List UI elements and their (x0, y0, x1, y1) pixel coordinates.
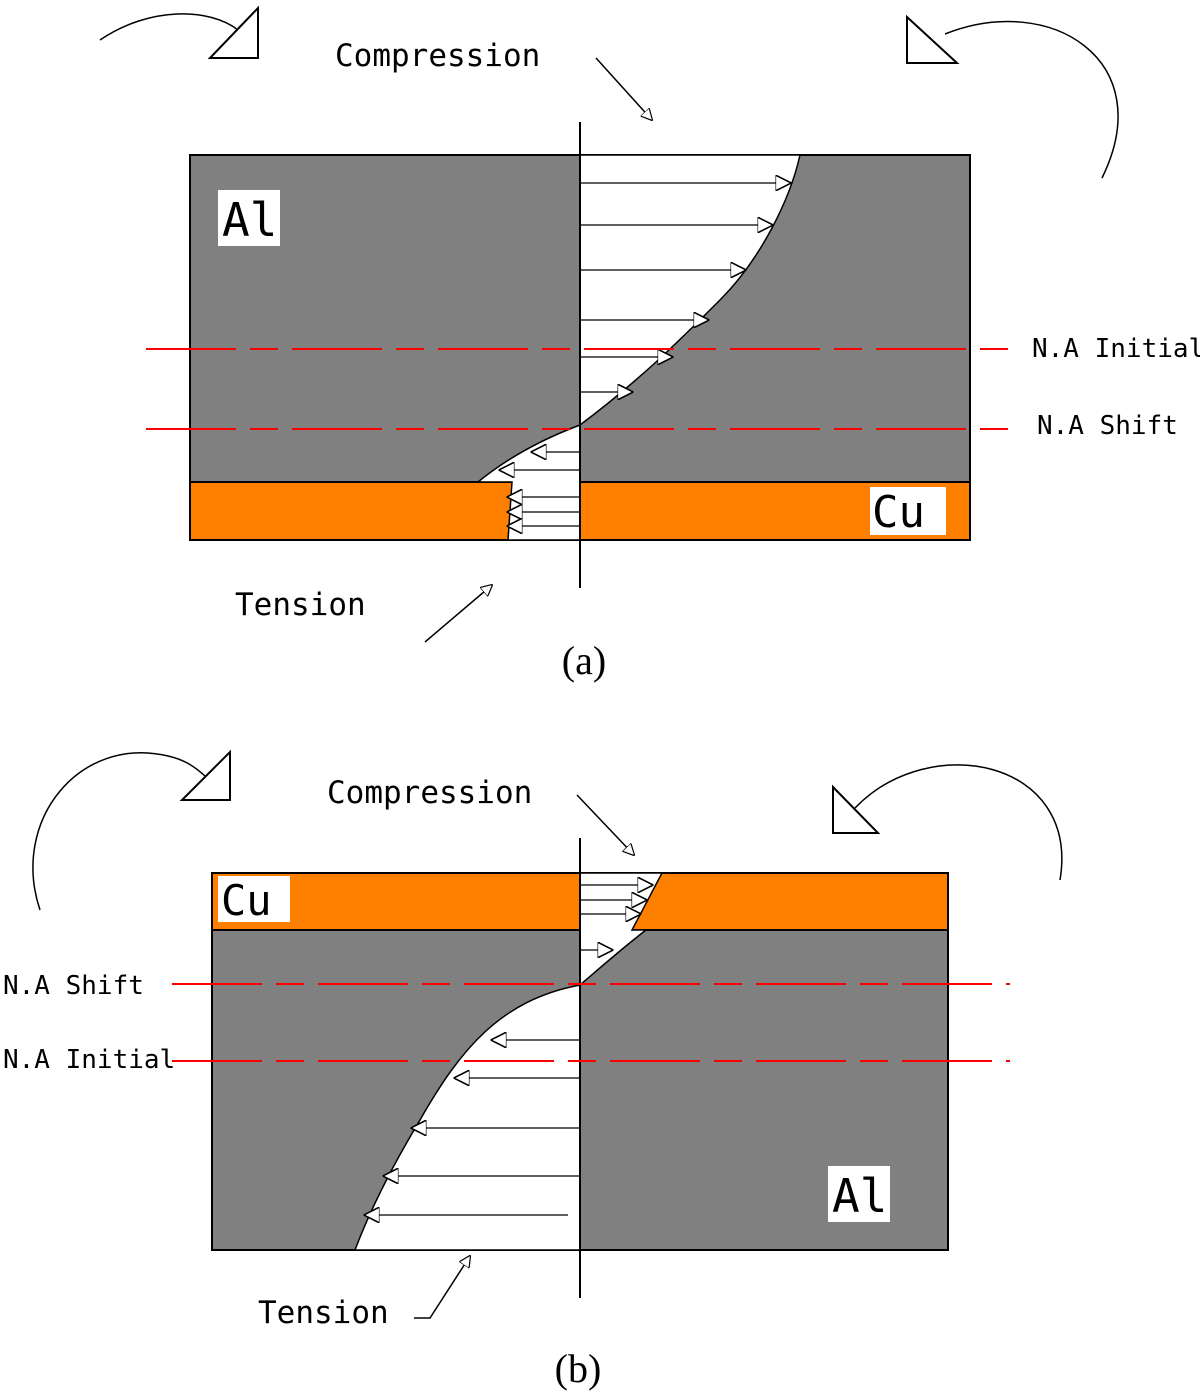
al-label-a: Al (222, 193, 277, 247)
moment-arrowhead-right-b (832, 784, 881, 834)
tension-pointer-b (414, 1256, 470, 1319)
moment-arrow-right-b (854, 764, 1063, 881)
compression-pointer-a (595, 57, 652, 120)
moment-arrowhead-left-a (207, 5, 259, 59)
moment-arrowhead-right-a (906, 14, 960, 64)
cu-label-bg-b (218, 876, 290, 922)
caption-a: (a) (562, 638, 606, 683)
tension-label-a: Tension (235, 587, 366, 623)
tension-stress-zone-b (353, 984, 581, 1251)
na-initial-label-a: N.A Initial (1032, 334, 1200, 364)
panel-b: Cu Al Compression Tension N.A Shift N.A … (3, 749, 1063, 1391)
tension-pointer-a (424, 585, 492, 643)
al-label-bg-a (218, 190, 280, 246)
compression-pointer-b (576, 794, 634, 855)
tension-label-b: Tension (258, 1295, 389, 1331)
na-shift-label-a: N.A Shift (1037, 411, 1178, 441)
tension-arrows-a (500, 452, 580, 526)
cu-label-b: Cu (221, 876, 272, 925)
compression-arrows-a (580, 183, 790, 392)
cu-label-bg-a (870, 487, 946, 535)
al-label-b: Al (832, 1169, 887, 1223)
compression-label-b: Compression (327, 775, 532, 811)
moment-arrowhead-left-b (179, 749, 231, 801)
compression-arrows-b (580, 885, 652, 950)
panel-a: Al Cu Compression Tension N.A Initial N.… (99, 5, 1200, 683)
na-shift-label-b: N.A Shift (3, 971, 144, 1001)
moment-arrow-right-a (944, 20, 1119, 179)
tension-arrows-b (365, 1040, 580, 1215)
moment-arrow-left-b (32, 752, 206, 911)
compression-label-a: Compression (335, 38, 540, 74)
moment-arrow-left-a (99, 13, 239, 41)
caption-b: (b) (555, 1346, 602, 1391)
al-label-bg-b (828, 1166, 890, 1222)
cu-label-a: Cu (872, 487, 925, 538)
na-initial-label-b: N.A Initial (3, 1045, 175, 1075)
